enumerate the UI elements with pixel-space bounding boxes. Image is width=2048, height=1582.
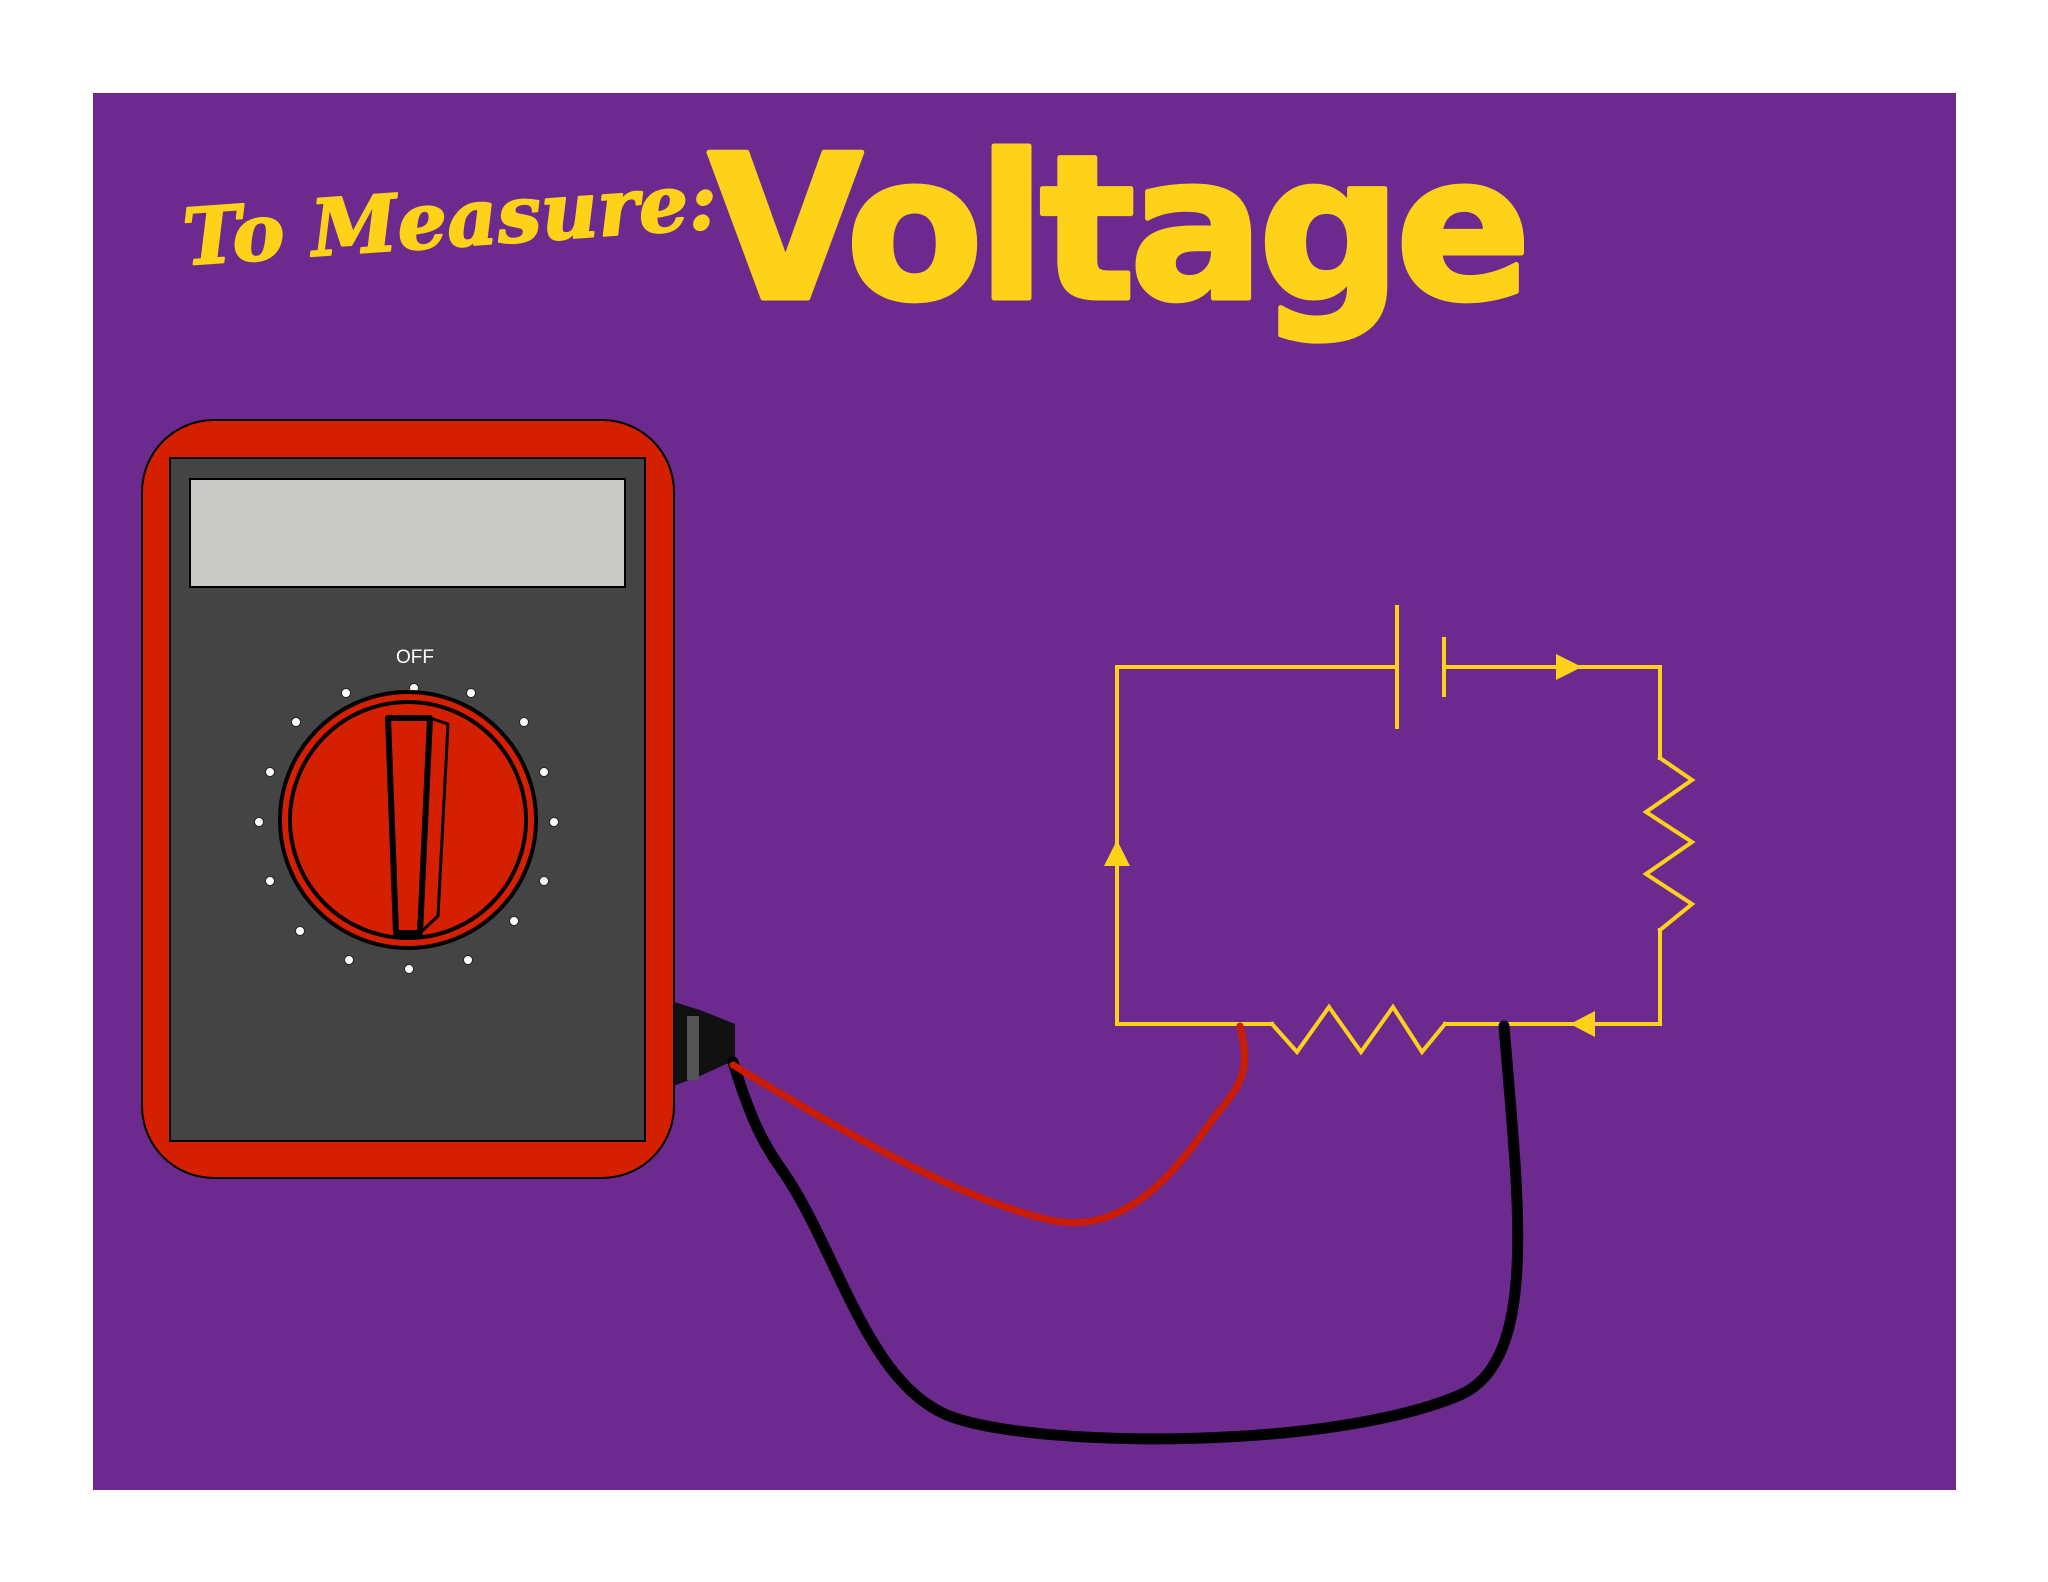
dial-dot bbox=[295, 926, 305, 936]
dial-dot bbox=[509, 916, 519, 926]
dial-dot bbox=[519, 717, 529, 727]
arrow-icon bbox=[1570, 1011, 1595, 1037]
dial-off-label: OFF bbox=[396, 647, 434, 668]
dial-dot bbox=[265, 767, 275, 777]
circuit bbox=[1115, 605, 1696, 1056]
dial-position-dots bbox=[254, 683, 559, 974]
circuit-wire-right bbox=[1443, 928, 1662, 1026]
dial-dot bbox=[466, 688, 476, 698]
probe-connector bbox=[668, 1000, 735, 1088]
black-probe-lead bbox=[727, 1020, 1524, 1445]
circuit-wire-left bbox=[1115, 665, 1274, 1026]
arrow-icon bbox=[1556, 654, 1582, 680]
dial-dot bbox=[341, 688, 351, 698]
dial-pointer bbox=[385, 715, 433, 936]
arrow-icon bbox=[1104, 840, 1130, 866]
dial-dot bbox=[549, 817, 559, 827]
dial-dot bbox=[265, 876, 275, 886]
current-arrows bbox=[1104, 654, 1595, 1037]
rotary-dial-knob[interactable] bbox=[278, 690, 538, 950]
title-main: Voltage bbox=[708, 113, 1525, 346]
circuit-wire-top-right bbox=[1442, 665, 1662, 760]
resistor-icon bbox=[1269, 1003, 1448, 1056]
dial-dot bbox=[404, 964, 414, 974]
red-probe-lead bbox=[729, 1022, 1248, 1226]
meter-display bbox=[189, 478, 626, 588]
multimeter: OFF bbox=[141, 419, 735, 1179]
dial-dot bbox=[254, 817, 264, 827]
dial-dot bbox=[344, 955, 354, 965]
dial-dot bbox=[539, 876, 549, 886]
resistor-icon bbox=[1642, 755, 1696, 933]
dial-dot bbox=[463, 955, 473, 965]
dial-dot bbox=[539, 767, 549, 777]
dial-dot bbox=[291, 717, 301, 727]
